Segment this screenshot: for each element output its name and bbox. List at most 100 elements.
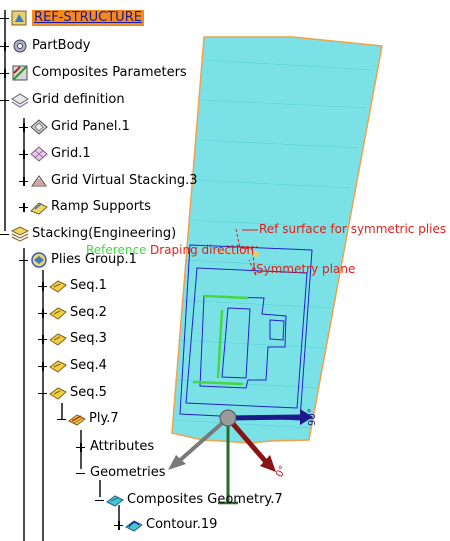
composites-geometry-icon [106, 495, 124, 507]
draping-reference-annotation: Reference [86, 243, 147, 257]
tree-node-plies-group-label[interactable]: Plies Group.1 [51, 252, 137, 267]
expand-toggle[interactable] [0, 41, 9, 51]
expand-toggle[interactable] [38, 361, 47, 371]
collapse-toggle[interactable] [0, 230, 9, 239]
expand-toggle[interactable] [19, 202, 28, 212]
annotation-leaders [242, 229, 258, 270]
tree-node-seq4[interactable]: Seq.4 [38, 356, 107, 376]
tree-node-contour[interactable]: Contour.19 [114, 515, 217, 535]
collapse-toggle[interactable] [19, 256, 28, 265]
tree-node-composites-geometry[interactable]: Composites Geometry.7 [95, 490, 283, 510]
axis-v-arrowhead [300, 409, 313, 425]
tree-node-partbody[interactable]: PartBody [0, 36, 90, 56]
plies-group-icon [31, 252, 47, 268]
axis-draping-arrow[interactable] [176, 416, 230, 464]
grid-panel-icon [30, 119, 48, 135]
tree-node-partbody-label[interactable]: PartBody [32, 38, 91, 53]
collapse-toggle[interactable] [0, 96, 9, 105]
sequence-icon [49, 307, 67, 320]
collapse-toggle[interactable] [0, 14, 9, 23]
composites-parameters-icon [12, 65, 28, 81]
panel-hatching [172, 59, 373, 429]
part-root-icon [11, 10, 27, 26]
tree-node-ramp-supports[interactable]: Ramp Supports [19, 197, 151, 217]
tree-node-grid-virtual-stacking[interactable]: Grid Virtual Stacking.3 [19, 171, 198, 191]
tree-node-grid-definition-label[interactable]: Grid definition [32, 92, 125, 107]
symmetry-plane-annotation: Symmetry plane [256, 262, 356, 276]
tree-node-grid-definition[interactable]: Grid definition [0, 90, 125, 110]
axis-u-arrowhead [260, 455, 276, 472]
ramp-supports-icon [30, 202, 48, 215]
grid-definition-icon [11, 93, 29, 108]
tree-node-seq4-label[interactable]: Seq.4 [70, 358, 107, 373]
expand-toggle[interactable] [19, 176, 28, 186]
ref-surface-annotation: Ref surface for symmetric plies [259, 222, 447, 236]
ply-inner-highlight [192, 294, 249, 386]
expand-toggle[interactable] [0, 68, 9, 78]
tree-node-geometries[interactable]: Geometries [76, 463, 166, 483]
tree-node-geometries-label[interactable]: Geometries [90, 465, 166, 480]
tree-node-seq1-label[interactable]: Seq.1 [70, 278, 107, 293]
tree-node-seq1[interactable]: Seq.1 [38, 276, 107, 296]
axis-u-label: 0° [274, 464, 289, 479]
tree-node-grid-virtual-stacking-label[interactable]: Grid Virtual Stacking.3 [51, 173, 198, 188]
axis-v-arrow[interactable] [227, 414, 301, 421]
tree-node-root[interactable]: REF-STRUCTURE [0, 8, 144, 28]
tree-node-plies-group[interactable]: Plies Group.1 [19, 250, 137, 270]
sequence-icon [49, 280, 67, 293]
tree-node-seq2-label[interactable]: Seq.2 [70, 305, 107, 320]
tree-node-composites-geometry-label[interactable]: Composites Geometry.7 [127, 492, 283, 507]
tree-node-attributes-label[interactable]: Attributes [90, 439, 155, 454]
tree-node-ply7[interactable]: Ply.7 [57, 409, 119, 429]
grid-virtual-stacking-icon [31, 175, 47, 187]
symmetry-plane [225, 228, 259, 277]
expand-toggle[interactable] [114, 520, 123, 530]
collapse-toggle[interactable] [57, 415, 66, 424]
stacking-icon [11, 226, 29, 242]
sequence-icon [49, 333, 67, 346]
axis-u-arrow[interactable] [226, 416, 268, 464]
tree-node-grid-panel-label[interactable]: Grid Panel.1 [51, 119, 130, 134]
expand-toggle[interactable] [19, 149, 28, 159]
collapse-toggle[interactable] [95, 496, 104, 505]
expand-toggle[interactable] [38, 334, 47, 344]
tree-node-ply7-label[interactable]: Ply.7 [89, 411, 119, 426]
contour-icon [125, 520, 143, 532]
axis-draping-arrowhead [168, 455, 186, 470]
draping-direction-annotation: Draping direction [150, 243, 255, 257]
axis-v-label: 90° [307, 408, 318, 426]
ply-icon [68, 414, 86, 426]
sequence-icon [49, 360, 67, 373]
expand-toggle[interactable] [38, 308, 47, 318]
tree-node-seq2[interactable]: Seq.2 [38, 303, 107, 323]
tree-node-composites-parameters-label[interactable]: Composites Parameters [32, 65, 187, 80]
tree-node-ramp-supports-label[interactable]: Ramp Supports [51, 199, 151, 214]
tree-node-root-label[interactable]: REF-STRUCTURE [32, 10, 144, 26]
sequence-icon [49, 387, 67, 400]
tree-node-stacking-label[interactable]: Stacking(Engineering) [32, 226, 177, 241]
expand-toggle[interactable] [76, 442, 85, 452]
tree-node-composites-parameters[interactable]: Composites Parameters [0, 63, 187, 83]
partbody-gear-icon [13, 39, 27, 53]
tree-node-seq5-label[interactable]: Seq.5 [70, 385, 107, 400]
collapse-toggle[interactable] [76, 469, 85, 478]
collapse-toggle[interactable] [38, 389, 47, 398]
draping-direction-marker [215, 251, 259, 257]
tree-node-seq5[interactable]: Seq.5 [38, 383, 107, 403]
tree-node-stacking[interactable]: Stacking(Engineering) [0, 224, 176, 244]
grid-icon [30, 146, 48, 162]
expand-toggle[interactable] [38, 281, 47, 291]
tree-node-seq3-label[interactable]: Seq.3 [70, 331, 107, 346]
axis-triad[interactable]: 0° 90° [168, 408, 318, 505]
tree-node-seq3[interactable]: Seq.3 [38, 329, 107, 349]
expand-toggle[interactable] [19, 122, 28, 132]
tree-node-grid-panel[interactable]: Grid Panel.1 [19, 117, 130, 137]
tree-node-grid[interactable]: Grid.1 [19, 144, 91, 164]
tree-node-grid-label[interactable]: Grid.1 [51, 146, 91, 161]
axis-origin[interactable] [219, 409, 237, 427]
tree-node-attributes[interactable]: Attributes [76, 437, 154, 457]
composite-panel-surface[interactable] [171, 36, 383, 444]
tree-node-contour-label[interactable]: Contour.19 [146, 517, 218, 532]
